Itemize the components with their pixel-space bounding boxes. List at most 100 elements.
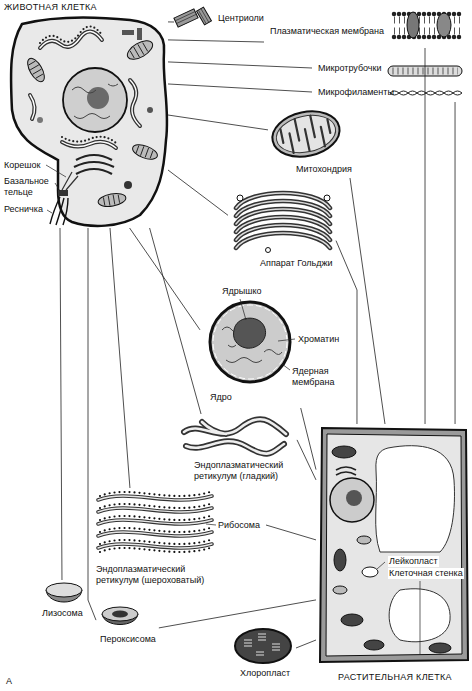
animal-centriole bbox=[122, 30, 134, 35]
mitochondrion-cristae bbox=[28, 61, 44, 79]
part-label: Микротрубочки bbox=[318, 63, 382, 74]
mitochondrion-outer bbox=[268, 105, 344, 162]
organelle-figure: Хлоропласт bbox=[230, 624, 296, 684]
animal-nucleolus bbox=[87, 87, 109, 109]
plant-mitochondrion bbox=[357, 536, 371, 544]
mitochondrion-shell bbox=[97, 192, 127, 209]
organelle-figure: Центриоли bbox=[174, 4, 274, 34]
mitochondrion-shell bbox=[124, 37, 155, 63]
plant-mitochondrion bbox=[333, 586, 347, 594]
golgi-vesicle bbox=[237, 195, 243, 201]
part-label: Центриоли bbox=[218, 13, 264, 24]
golgi-vesicle bbox=[324, 195, 330, 201]
part-label: Плазматическая мембрана bbox=[270, 26, 384, 37]
part-label: Микрофиламенты bbox=[318, 87, 394, 98]
ribosomes bbox=[100, 492, 210, 552]
organelle-figure: ЯдрышкоХроматинЯдерная мембранаЯдро bbox=[200, 284, 351, 408]
part-label: Лейкопласт bbox=[388, 556, 439, 567]
plant-cytoplasm bbox=[326, 434, 462, 656]
leader-line bbox=[168, 40, 264, 42]
golgi-lumen bbox=[236, 193, 330, 248]
part-label: Лизосома bbox=[42, 608, 83, 619]
figure-letter: А bbox=[6, 676, 12, 687]
animal-mitochondrion bbox=[124, 37, 155, 63]
plant-cell-wall bbox=[320, 428, 468, 662]
plant-chloroplast bbox=[429, 643, 451, 653]
centriole-tubules bbox=[175, 12, 196, 24]
leader-line bbox=[455, 102, 456, 424]
leader-line bbox=[336, 241, 357, 424]
animal-mitochondrion bbox=[97, 192, 127, 209]
animal-cell: ЖИВОТНАЯ КЛЕТКАКорешокБазальное тельцеРе… bbox=[8, 14, 168, 228]
smooth-er-lumen bbox=[184, 419, 286, 453]
smooth-er bbox=[184, 419, 286, 453]
nuclear-pores bbox=[213, 305, 287, 379]
lysosome-rim bbox=[46, 583, 82, 597]
leader bbox=[46, 165, 66, 213]
plant-vacuole bbox=[389, 589, 450, 642]
part-label: Хлоропласт bbox=[240, 668, 290, 679]
organelle-figure: Аппарат Гольджи bbox=[228, 184, 336, 271]
microfilament bbox=[390, 91, 462, 95]
leader-line bbox=[168, 21, 174, 22]
cell-title: РАСТИТЕЛЬНАЯ КЛЕТКА bbox=[338, 672, 452, 683]
plant-nucleolus bbox=[346, 490, 362, 506]
membrane-protein bbox=[437, 13, 451, 37]
leader-line bbox=[301, 408, 316, 470]
golgi-vesicle bbox=[266, 248, 271, 253]
centriole-figure bbox=[174, 9, 198, 27]
part-label: Базальное тельце bbox=[4, 176, 56, 198]
part-label: Ресничка bbox=[4, 204, 43, 215]
organelle-figure: Митохондрия bbox=[268, 104, 358, 178]
animal-peroxisome bbox=[147, 107, 153, 113]
leader-line bbox=[350, 178, 385, 424]
golgi-cisternae bbox=[236, 193, 330, 248]
centriole-cylinder bbox=[174, 9, 198, 27]
animal-cell-outline bbox=[11, 18, 167, 226]
leader-line bbox=[159, 600, 316, 628]
organelle-figure: Пероксисома bbox=[96, 604, 159, 656]
animal-nucleus bbox=[63, 68, 127, 132]
organelle-figure: Эндоплазматический ретикулум (гладкий) bbox=[176, 414, 297, 488]
leader-line bbox=[297, 440, 316, 480]
animal-mitochondrion bbox=[24, 56, 47, 85]
lipid-heads bbox=[394, 14, 461, 37]
plant-nucleus bbox=[330, 478, 374, 522]
part-label: Хроматин bbox=[298, 334, 339, 345]
plant-chloroplast bbox=[341, 614, 363, 626]
leader-line bbox=[168, 84, 312, 92]
organelle-figure: РибосомаЭндоплазматический ретикулум (ше… bbox=[90, 488, 266, 588]
plant-vacuole bbox=[376, 446, 455, 552]
leader-line bbox=[425, 48, 426, 424]
mitochondrion-cristae bbox=[129, 42, 148, 60]
animal-er bbox=[30, 31, 140, 148]
centriole-tubules bbox=[198, 9, 209, 24]
leader-line bbox=[60, 228, 62, 580]
part-label: Митохондрия bbox=[296, 164, 352, 175]
mitochondrion-inner bbox=[273, 110, 339, 158]
animal-lysosome bbox=[124, 181, 132, 189]
plant-cell: ЛейкопластКлеточная стенкаРАСТИТЕЛЬНАЯ К… bbox=[316, 424, 470, 664]
mitochondrion-cristae bbox=[279, 112, 333, 155]
organelle-figure: Микротрубочки bbox=[312, 56, 464, 80]
leader-line bbox=[168, 62, 312, 68]
nucleus-figure bbox=[210, 302, 290, 382]
leader-line bbox=[168, 170, 228, 215]
animal-mitochondrion bbox=[131, 142, 160, 162]
part-label: Эндоплазматический ретикулум (гладкий) bbox=[194, 460, 294, 482]
microfilament bbox=[390, 91, 462, 95]
animal-er-lumen bbox=[30, 31, 140, 148]
part-label: Ядерная мембрана bbox=[292, 366, 348, 388]
leader bbox=[240, 299, 295, 370]
plant-leucoplast bbox=[362, 567, 378, 577]
nucleolus bbox=[234, 318, 266, 348]
cilium-root bbox=[62, 172, 78, 190]
part-label: Пероксисома bbox=[100, 634, 156, 645]
cilia bbox=[50, 197, 68, 225]
basal-body bbox=[58, 190, 68, 196]
leader-line bbox=[296, 640, 316, 648]
